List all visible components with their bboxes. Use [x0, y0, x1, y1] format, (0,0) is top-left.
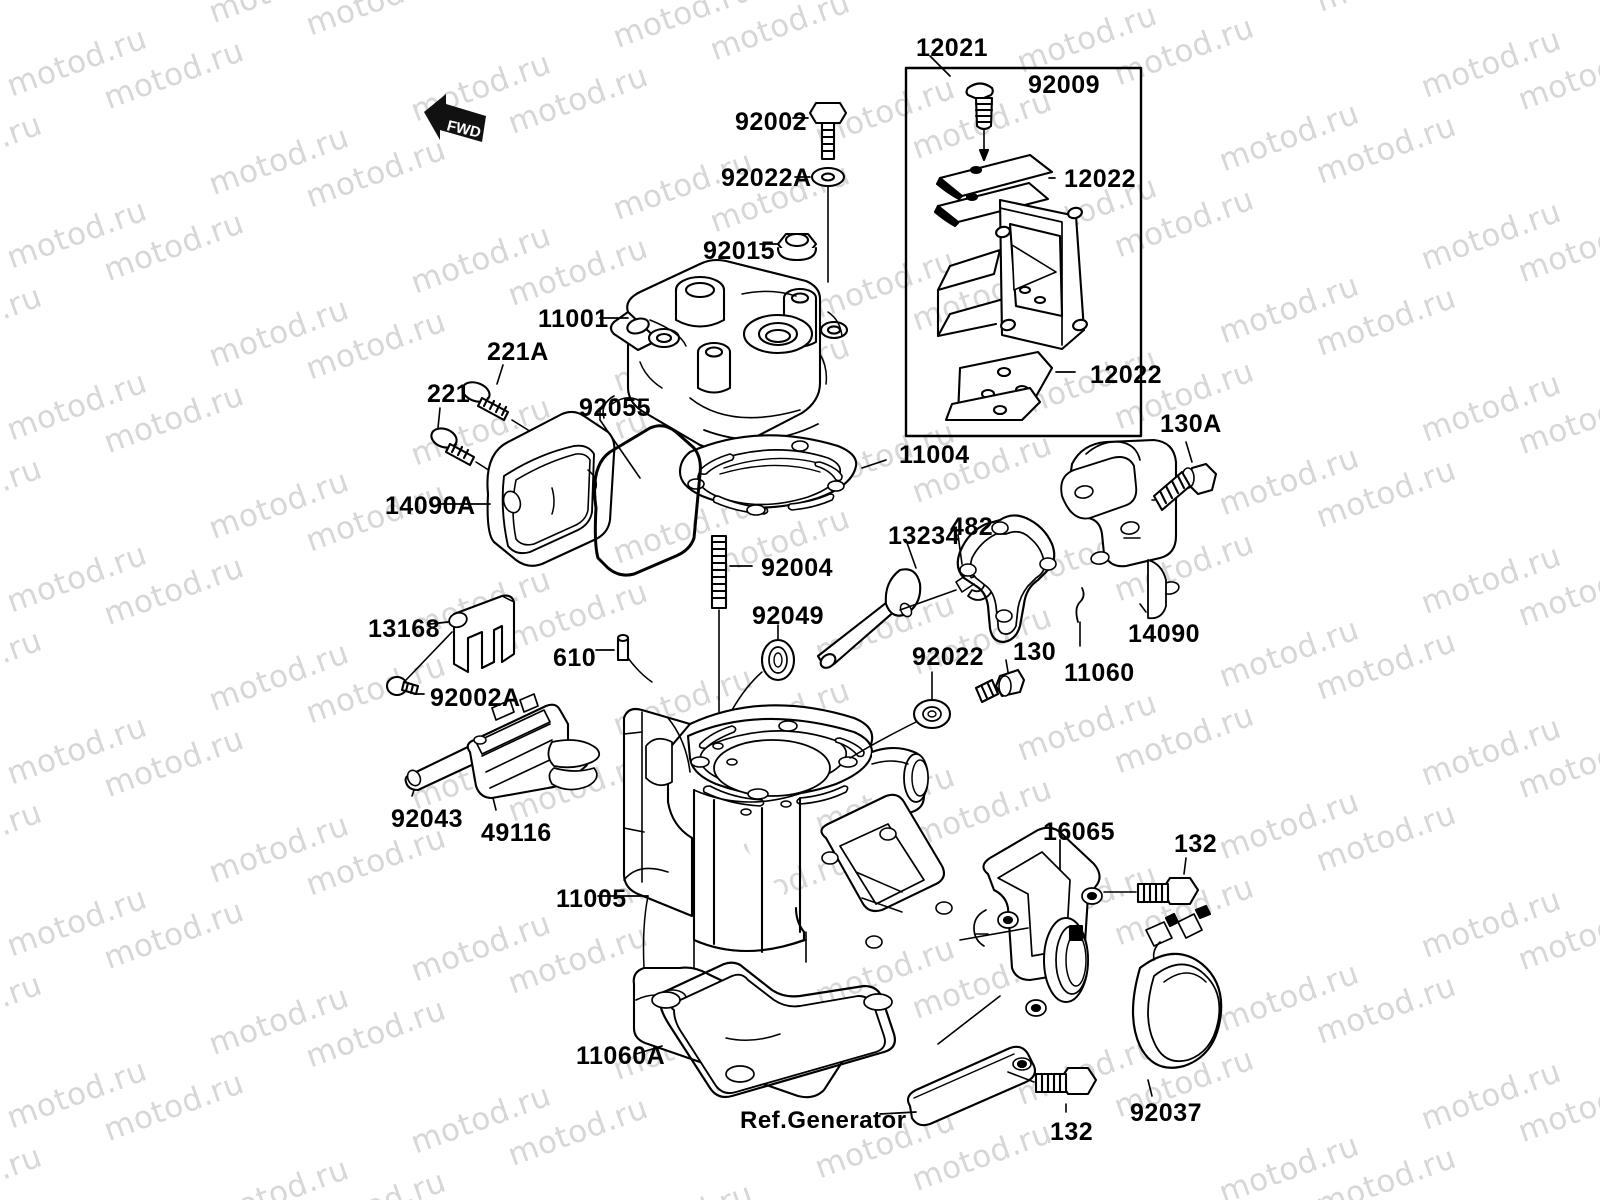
part-label-130: 130 — [1013, 638, 1057, 666]
part-label-92037: 92037 — [1130, 1099, 1203, 1127]
part-label-92022: 92022 — [912, 643, 985, 671]
part-11060-gasket-right — [956, 514, 1085, 647]
part-49116-valve-assembly — [466, 693, 601, 811]
part-label-92004: 92004 — [761, 554, 834, 582]
part-label-11005: 11005 — [556, 885, 627, 913]
reference-label-generator: Ref.Generator — [740, 1107, 907, 1134]
part-label-49116: 49116 — [481, 819, 552, 847]
part-label-92009: 92009 — [1028, 71, 1101, 99]
part-92022A-washer — [794, 166, 846, 283]
part-92004-stud — [710, 534, 753, 749]
part-13234-valve-shaft — [816, 539, 922, 669]
part-11060A-base-gasket — [635, 961, 896, 1099]
part-label-92002: 92002 — [735, 108, 808, 136]
part-label-132: 132 — [1174, 830, 1218, 858]
part-132-bolt-lower — [1007, 1066, 1098, 1113]
part-92037-clamp — [1131, 904, 1223, 1097]
part-132-bolt-upper — [1103, 857, 1200, 906]
part-92015-nut — [759, 232, 818, 262]
part-11001-cylinder-head — [599, 258, 849, 451]
part-610-pin — [595, 633, 653, 683]
assembly-box-12021 — [904, 55, 1143, 438]
part-label-13168: 13168 — [368, 615, 441, 643]
part-11004-head-gasket — [678, 434, 887, 516]
part-label-12022: 12022 — [1090, 361, 1163, 389]
part-14090A-valve-cover — [439, 410, 616, 567]
part-label-92043: 92043 — [391, 805, 464, 833]
part-label-610: 610 — [553, 644, 597, 672]
part-label-92055: 92055 — [579, 394, 652, 422]
part-13168-lever — [429, 594, 516, 674]
part-label-92049: 92049 — [752, 602, 825, 630]
part-130A-flange-bolt — [1152, 441, 1218, 512]
part-label-14090: 14090 — [1128, 620, 1201, 648]
part-92002-bolt — [792, 101, 848, 161]
part-92009-screw — [965, 82, 994, 162]
part-label-14090A: 14090A — [385, 492, 476, 520]
part-label-11060: 11060 — [1064, 659, 1135, 687]
part-label-11060A: 11060A — [576, 1042, 666, 1070]
fwd-orientation-arrow: FWD — [424, 94, 486, 142]
part-label-221A: 221A — [487, 338, 549, 366]
part-label-130A: 130A — [1160, 410, 1222, 438]
part-92002A-screw-small — [385, 631, 453, 697]
part-130-bolt-small — [974, 659, 1026, 704]
part-label-12021: 12021 — [916, 34, 989, 62]
part-label-132: 132 — [1050, 1118, 1094, 1146]
part-label-16065: 16065 — [1043, 818, 1116, 846]
part-label-92015: 92015 — [703, 237, 776, 265]
part-label-482: 482 — [950, 513, 994, 541]
part-92049-oil-seal — [731, 624, 796, 711]
part-221A-screw — [461, 364, 561, 451]
part-92022-washer-2 — [849, 671, 952, 759]
part-12021-reed-cage — [936, 198, 1088, 351]
part-label-13234: 13234 — [888, 522, 961, 550]
part-label-11001: 11001 — [538, 305, 609, 333]
part-label-92002A: 92002A — [430, 684, 521, 712]
part-92055-o-ring — [593, 395, 702, 577]
part-label-92022A: 92022A — [721, 164, 812, 192]
part-14090-valve-cover-right — [1060, 438, 1180, 620]
part-12022-reed-lower — [944, 350, 1076, 422]
part-12022-reed-upper — [933, 153, 1056, 228]
part-label-12022: 12022 — [1064, 165, 1137, 193]
part-16065-holder — [937, 826, 1103, 1045]
part-label-11004: 11004 — [899, 441, 970, 469]
ref-generator-plate — [879, 1045, 1037, 1127]
part-label-221: 221 — [427, 380, 471, 408]
